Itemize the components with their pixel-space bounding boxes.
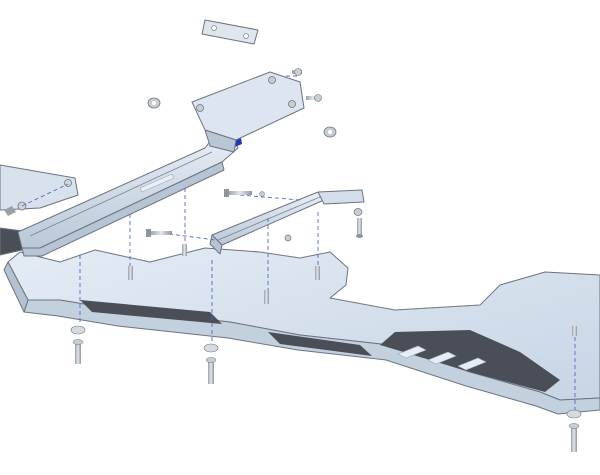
- bolt-top-1: [292, 68, 302, 76]
- gasket-strip-left: [80, 300, 222, 324]
- gasket-strip-middle: [268, 332, 372, 356]
- vent-slots: [397, 345, 487, 371]
- fasteners: [70, 68, 582, 452]
- studs: [128, 218, 577, 336]
- skid-plate: [3, 247, 600, 415]
- tag-plate: [201, 19, 259, 45]
- washers: [147, 97, 363, 216]
- bolt-horizontal-lower: [146, 229, 172, 237]
- top-mount-plate: [191, 71, 305, 153]
- bolt-horizontal-upper: [224, 189, 265, 197]
- middle-bracket: [209, 189, 365, 255]
- bolt-bottom-3: [566, 409, 582, 452]
- bolt-top-2: [306, 94, 322, 102]
- bolt-bottom-1: [70, 325, 86, 364]
- assembly-guides: [21, 75, 576, 410]
- bolt-bottom-2: [203, 343, 219, 384]
